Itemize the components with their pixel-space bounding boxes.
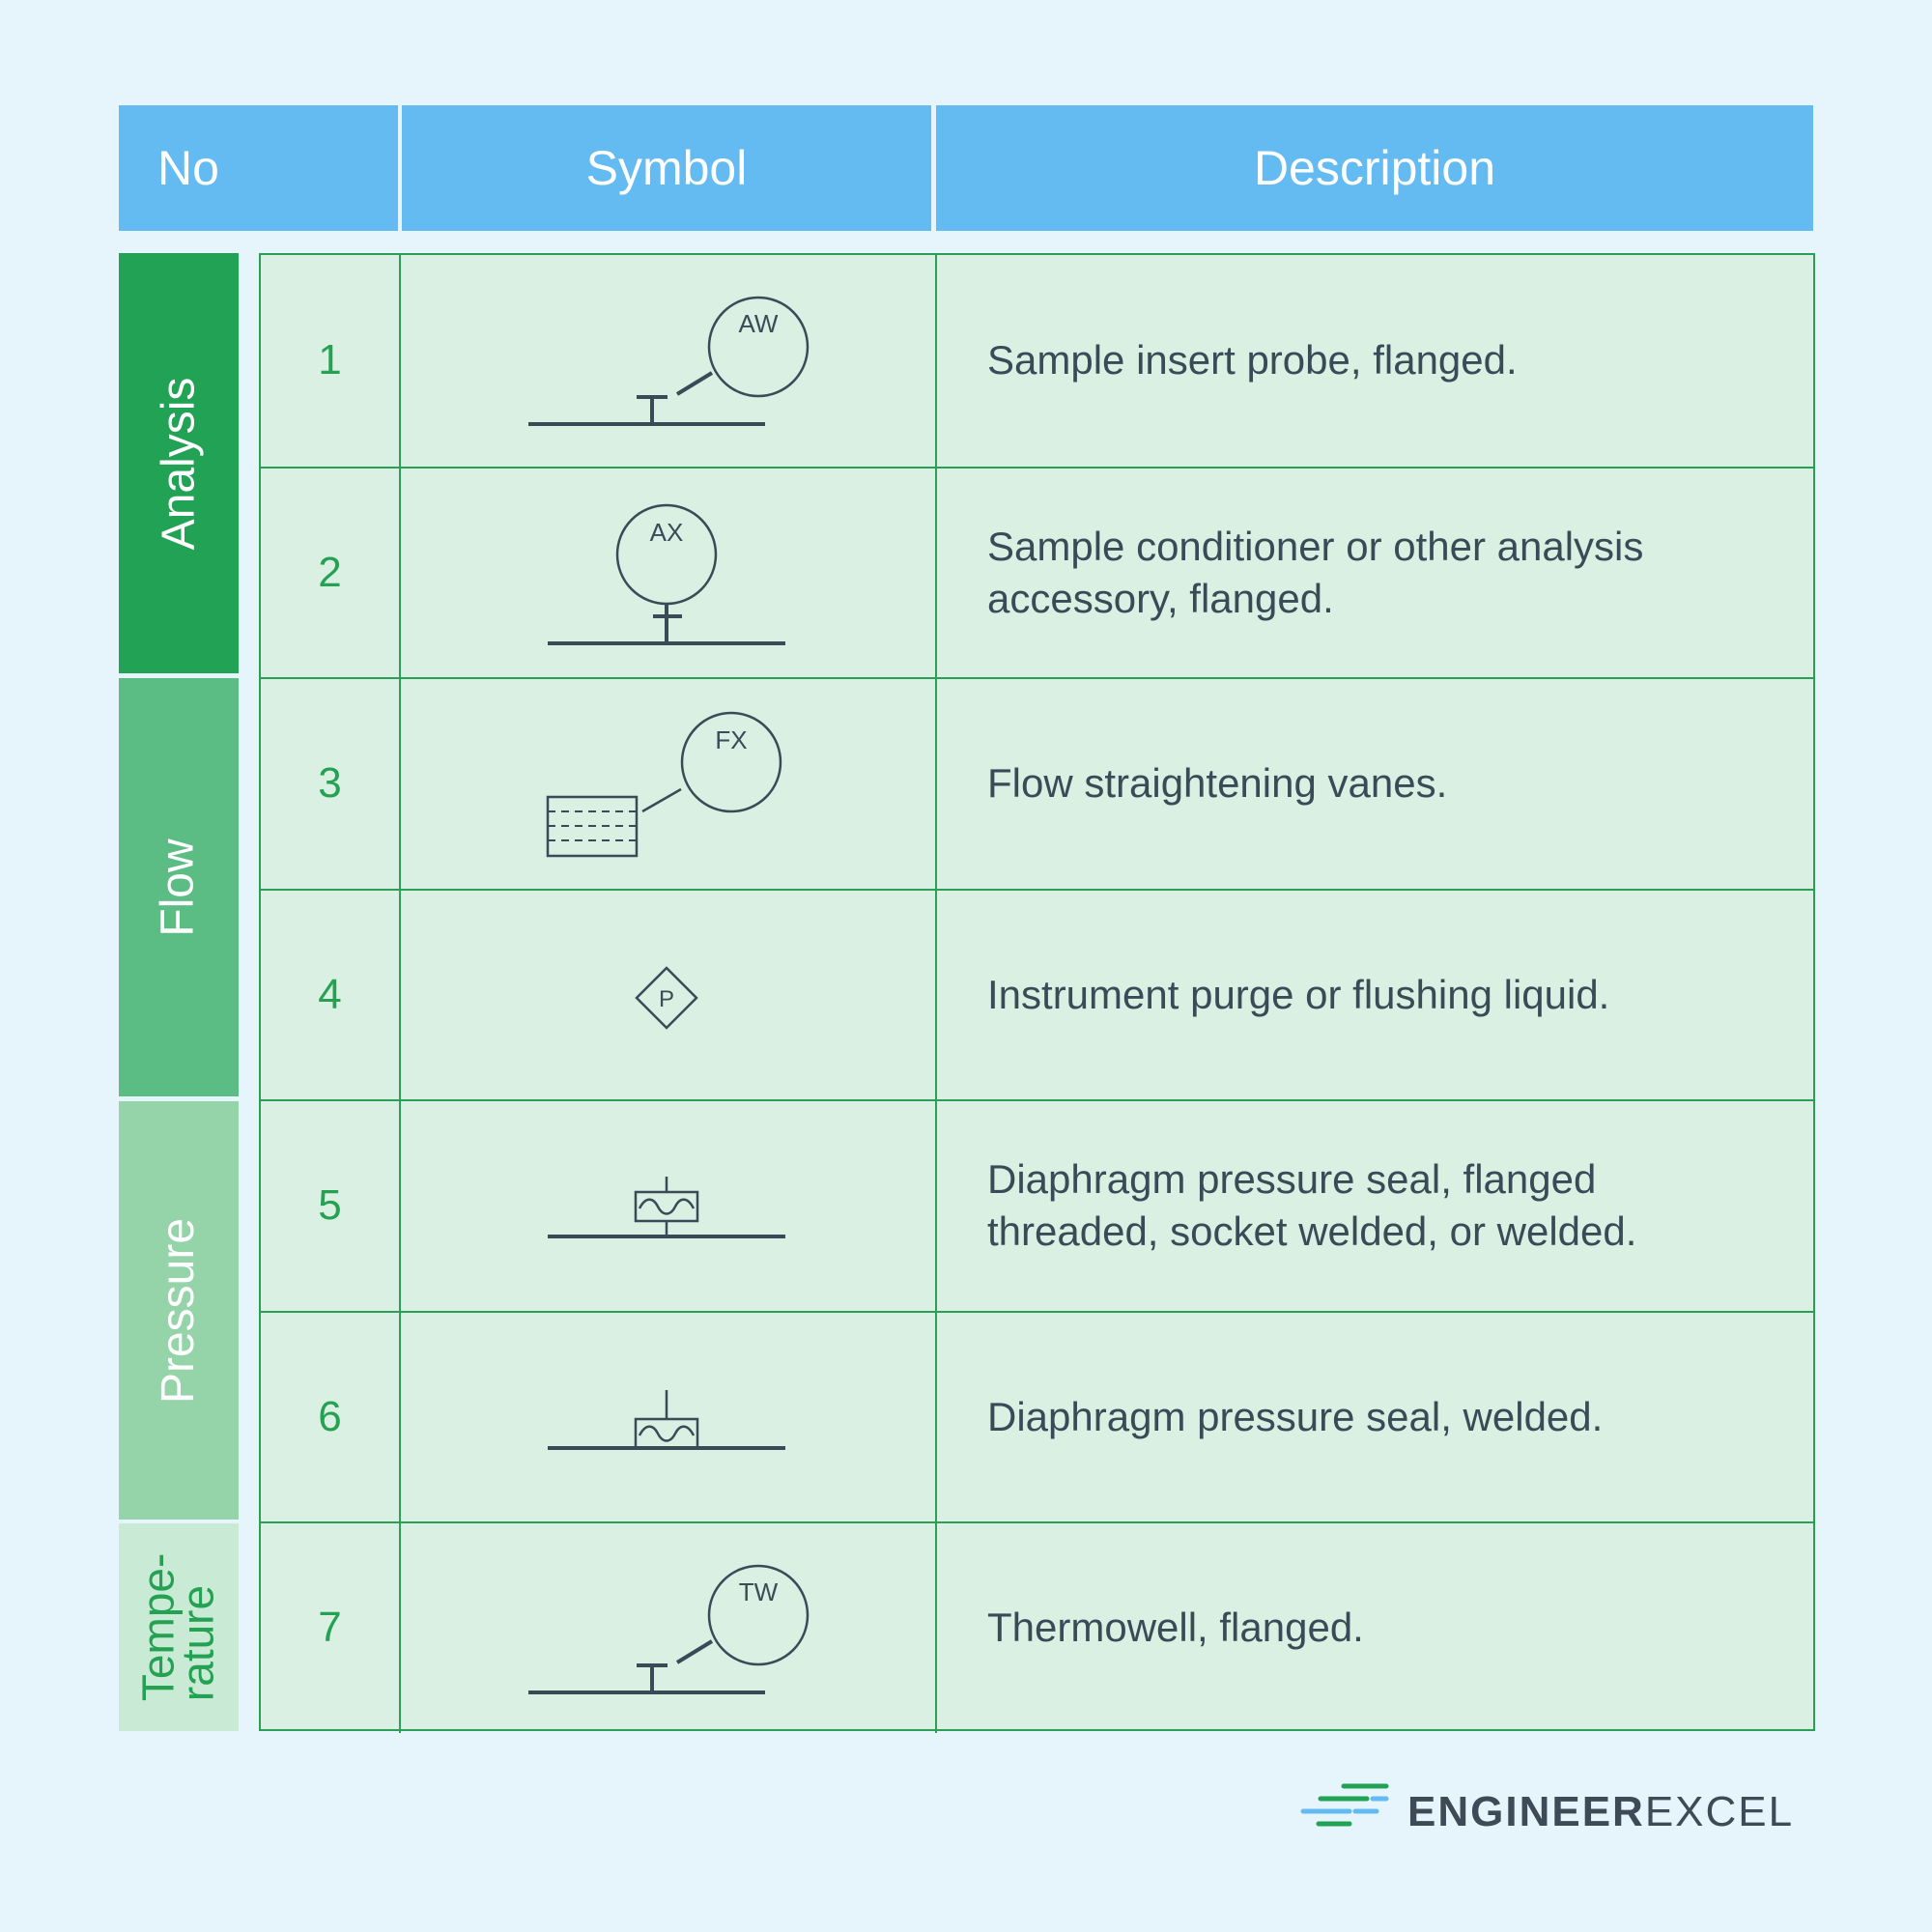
category-temperature: Tempe-rature [119,1523,239,1731]
purge-diamond-icon: P [635,965,698,1030]
symbol-cell: TW [401,1523,937,1733]
symbol-cell [401,1312,937,1521]
logo-part1: ENGINEER [1407,1788,1645,1835]
category-label: Flow [153,838,204,937]
row-description: Diaphragm pressure seal, flanged threade… [987,1156,1637,1255]
row-number: 6 [261,1312,401,1521]
engineerexcel-logo: ENGINEEREXCEL [1299,1782,1802,1850]
speed-lines-icon [1300,1783,1389,1827]
logo-wordmark: ENGINEEREXCEL [1407,1788,1794,1836]
logo-part2: EXCEL [1644,1788,1795,1835]
table-row: 6 Diaphragm pressure seal, welded. [261,1310,1813,1521]
symbol-cell: AW [401,255,937,467]
symbol-tag: AW [739,309,779,338]
table-row: 1 AW Sample insert probe, flanged. [261,255,1813,467]
diaphragm-seal-flanged-icon [548,1177,785,1238]
table-row: 3 FX Flow straightening vanes. [261,677,1813,889]
symbol-cell: P [401,890,937,1099]
symbol-cell: FX [401,679,937,889]
table-row: 7 TW Thermowell, flanged. [261,1521,1813,1733]
symbol-tag: TW [739,1577,779,1606]
header-description: Description [936,105,1813,231]
row-number: 2 [261,468,401,677]
row-description: Sample insert probe, flanged. [987,337,1518,384]
category-label: Tempe-rature [133,1553,224,1702]
table-row: 5 Diaphragm pressure seal, flanged threa… [261,1099,1813,1311]
table-row: 2 AX Sample conditioner or other analysi… [261,466,1813,677]
category-flow: Flow [119,678,239,1096]
row-description: Sample conditioner or other analysis acc… [987,523,1644,621]
row-number: 5 [261,1101,401,1311]
row-description: Instrument purge or flushing liquid. [987,971,1610,1017]
row-description: Thermowell, flanged. [987,1605,1364,1651]
row-description: Flow straightening vanes. [987,760,1448,807]
category-analysis: Analysis [119,253,239,673]
category-label: Pressure [153,1217,205,1404]
row-number: 7 [261,1523,401,1733]
row-number: 4 [261,890,401,1099]
header-no: No [119,105,398,231]
row-number: 3 [261,679,401,889]
thermowell-flanged-icon: TW [528,1564,810,1694]
symbol-cell: AX [401,468,937,677]
diaphragm-seal-welded-icon [548,1389,785,1450]
row-number: 1 [261,255,401,467]
category-label-line2: rature [173,1585,224,1702]
sample-conditioner-icon: AX [548,503,785,645]
straightening-vanes-icon: FX [546,711,782,858]
symbol-tag: FX [715,725,747,754]
insert-probe-flanged-icon: AW [528,296,810,426]
category-label: Analysis [153,377,205,550]
category-pressure: Pressure [119,1101,239,1520]
symbol-tag: AX [650,518,684,547]
symbol-tag: P [659,986,674,1012]
symbol-table: 1 AW Sample insert probe, flanged. 2 [259,253,1815,1733]
row-description: Diaphragm pressure seal, welded. [987,1393,1604,1439]
header-symbol: Symbol [402,105,931,231]
symbol-cell [401,1101,937,1311]
table-row: 4 P Instrument purge or flushing liquid. [261,888,1813,1099]
